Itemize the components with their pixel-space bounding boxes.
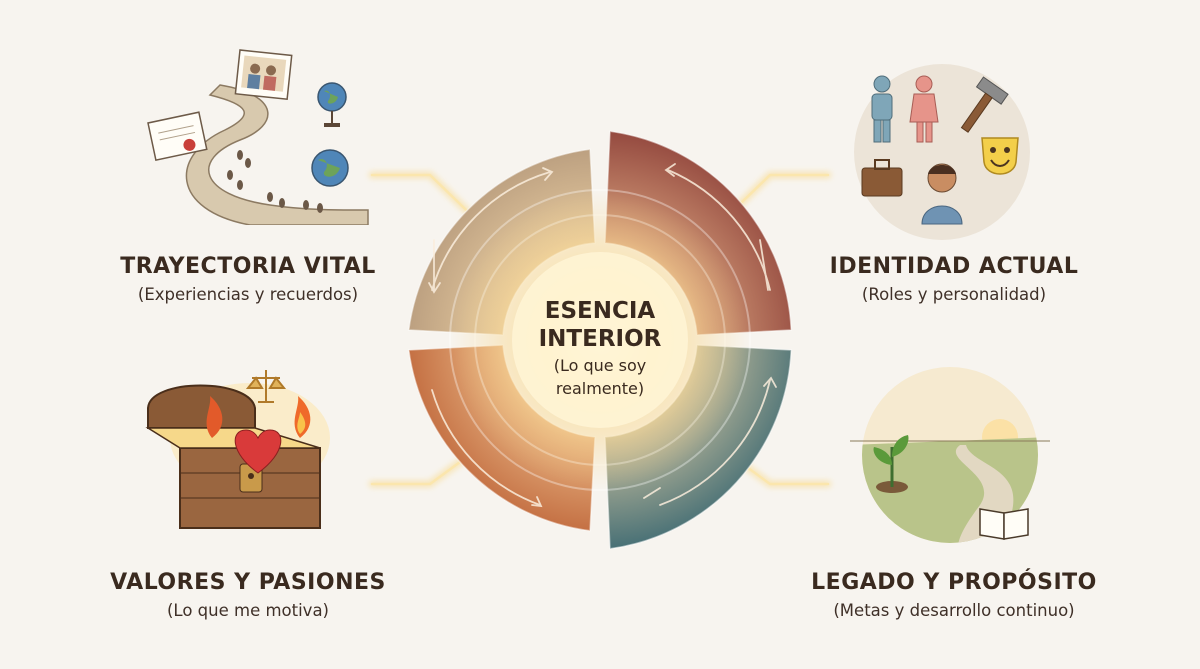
quadrant-title: TRAYECTORIA VITAL <box>120 254 376 279</box>
label-legado-y-proposito: LEGADO Y PROPÓSITO (Metas y desarrollo c… <box>764 570 1144 620</box>
label-identidad-actual: IDENTIDAD ACTUAL (Roles y personalidad) <box>764 254 1144 304</box>
identity-illustration <box>854 64 1030 240</box>
quadrant-title: VALORES Y PASIONES <box>110 570 386 595</box>
label-valores-y-pasiones: VALORES Y PASIONES (Lo que me motiva) <box>58 570 438 620</box>
footprints-icon <box>227 150 323 213</box>
certificate-icon <box>147 111 208 162</box>
earth-icon <box>311 149 349 187</box>
center-title-line1: ESENCIA <box>544 298 656 324</box>
globe-icon <box>317 82 347 127</box>
winding-path-icon <box>185 84 369 225</box>
heart-icon <box>234 429 282 474</box>
life-path-illustration <box>147 49 369 225</box>
quadrant-subtitle: (Lo que me motiva) <box>166 601 329 620</box>
center-title-line2: INTERIOR <box>538 326 662 352</box>
purpose-illustration <box>850 367 1050 543</box>
quadrant-subtitle: (Metas y desarrollo continuo) <box>833 601 1075 620</box>
person-icon <box>921 163 963 225</box>
sprout-icon <box>873 435 909 493</box>
quadrant-title: LEGADO Y PROPÓSITO <box>811 570 1097 595</box>
theater-mask-icon <box>981 137 1019 175</box>
center-subtitle-line2: realmente) <box>555 379 645 398</box>
label-trayectoria-vital: TRAYECTORIA VITAL (Experiencias y recuer… <box>58 254 438 304</box>
flame-icon <box>206 396 311 438</box>
briefcase-icon <box>861 159 903 197</box>
values-illustration <box>145 370 330 529</box>
quadrant-subtitle: (Roles y personalidad) <box>861 285 1047 304</box>
scales-icon <box>245 370 287 403</box>
quadrant-title: IDENTIDAD ACTUAL <box>829 254 1079 279</box>
man-icon <box>871 75 893 143</box>
flow-arrows <box>428 163 777 508</box>
hammer-icon <box>960 76 1009 133</box>
woman-icon <box>909 75 939 143</box>
center-essence: ESENCIA INTERIOR (Lo que soy realmente) <box>500 297 700 399</box>
book-icon <box>979 508 1029 540</box>
center-subtitle-line1: (Lo que soy <box>553 356 647 375</box>
center-core <box>512 252 688 428</box>
family-photo-icon <box>234 49 293 101</box>
quadrant-subtitle: (Experiencias y recuerdos) <box>137 285 359 304</box>
